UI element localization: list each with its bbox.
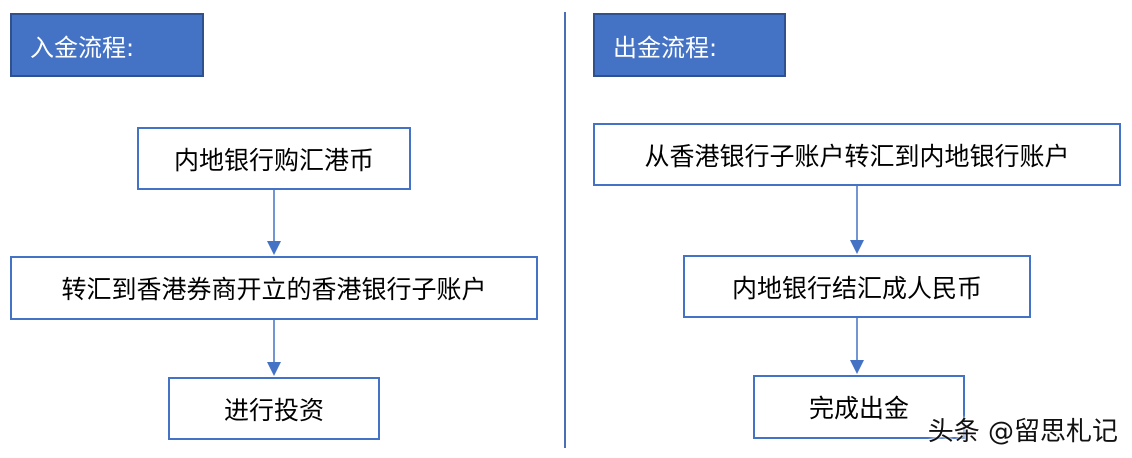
inflow-arrowhead-1: [267, 241, 281, 255]
outflow-arrowhead-1: [850, 240, 864, 254]
inflow-header: 入金流程:: [10, 13, 204, 77]
outflow-arrowhead-2: [850, 360, 864, 374]
column-divider: [564, 12, 566, 448]
inflow-arrowhead-2: [267, 362, 281, 376]
inflow-step-1: 内地银行购汇港币: [137, 127, 411, 190]
outflow-step-3: 完成出金: [753, 375, 965, 439]
inflow-step-2: 转汇到香港券商开立的香港银行子账户: [10, 256, 538, 320]
outflow-step-2: 内地银行结汇成人民币: [683, 255, 1031, 318]
watermark-text: 头条 @留思札记: [927, 417, 1118, 447]
outflow-step-1: 从香港银行子账户转汇到内地银行账户: [593, 123, 1121, 186]
inflow-step-3: 进行投资: [168, 377, 380, 440]
outflow-header: 出金流程:: [593, 13, 786, 77]
